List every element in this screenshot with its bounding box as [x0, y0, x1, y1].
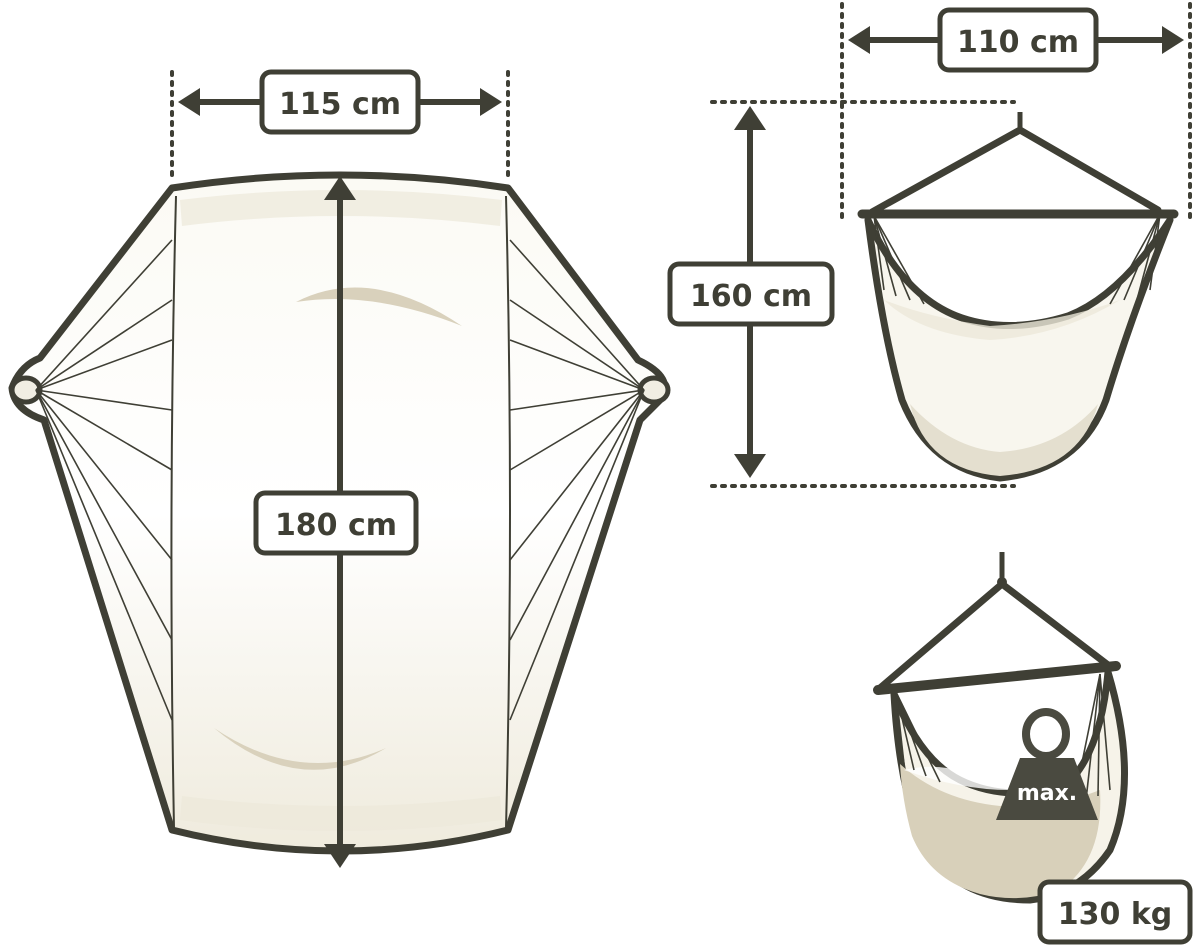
hammock-length-label: 180 cm [275, 508, 397, 543]
hammock-strings-left [35, 239, 173, 721]
max-load-badge: 130 kg [1037, 879, 1193, 945]
chair-width-label: 110 cm [957, 25, 1079, 60]
hammock-left-ring [9, 375, 43, 405]
hammock-width-dimension: 115 cm [170, 69, 510, 184]
arrow-down-icon [324, 844, 356, 868]
chair-strings [873, 213, 1161, 305]
arrow-down-icon [734, 454, 766, 478]
hammock-width-label: 115 cm [279, 87, 401, 122]
chair-illustration [857, 112, 1179, 482]
arrow-left-icon [178, 88, 200, 116]
arrow-left-icon [848, 26, 870, 54]
chair-fabric [864, 216, 1174, 482]
hammock-panel-left [170, 195, 177, 829]
load-spreader-bar [873, 661, 1121, 695]
arrow-up-icon [734, 106, 766, 130]
weight-badge-label: max. [1017, 781, 1077, 806]
weight-icon: max. [996, 708, 1098, 820]
max-load-label: 130 kg [1058, 897, 1173, 932]
arrow-up-icon [324, 176, 356, 200]
chair-height-label: 160 cm [690, 279, 812, 314]
arrow-right-icon [1162, 26, 1184, 54]
chair-height-dimension: 160 cm [667, 100, 1016, 488]
hammock-length-dimension: 180 cm [253, 176, 419, 868]
hammock-panel-right [505, 195, 511, 829]
chair-load-illustration: max. [873, 552, 1128, 904]
chair-width-dimension: 110 cm [840, 2, 1192, 224]
hammock-right-ring [637, 375, 671, 405]
arrow-right-icon [480, 88, 502, 116]
hammock-fold-bottom [214, 728, 386, 770]
hammock-strings-right [509, 239, 645, 721]
